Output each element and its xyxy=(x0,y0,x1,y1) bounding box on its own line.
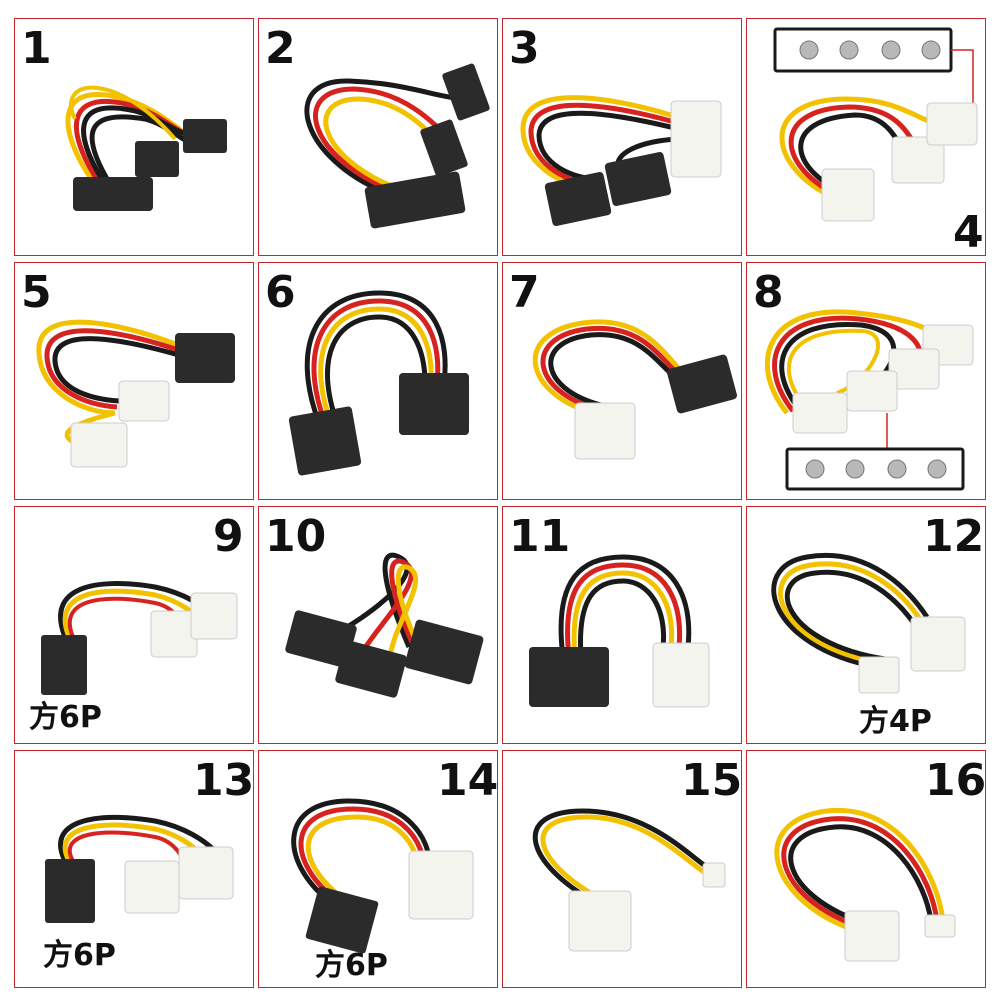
panel-number: 1 xyxy=(21,23,52,74)
sata-power-extension-photo xyxy=(288,290,469,476)
panel-2: 2 xyxy=(258,18,498,256)
panel-15: 15 xyxy=(502,750,742,988)
panel-number: 7 xyxy=(509,267,540,318)
panel-10: 10 xyxy=(258,506,498,744)
panel-12: 12 方4P xyxy=(746,506,986,744)
panel-11: 11 xyxy=(502,506,742,744)
sata-to-molex-photo xyxy=(36,319,235,468)
panel-5: 5 xyxy=(14,262,254,500)
molex-to-3pin-fan-photo xyxy=(532,808,726,952)
panel-number: 10 xyxy=(265,511,327,562)
panel-3: 3 xyxy=(502,18,742,256)
molex-to-dual-sata-photo xyxy=(520,95,722,227)
panel-number: 16 xyxy=(925,755,986,806)
pcie-6pin-to-molex-photo xyxy=(291,798,474,954)
panel-number: 5 xyxy=(21,267,52,318)
connector-type-label: 方6P xyxy=(43,938,116,973)
panel-number: 6 xyxy=(265,267,296,318)
sata-1-to-3-splitter-photo xyxy=(285,552,484,698)
connector-type-label: 方6P xyxy=(315,948,388,983)
panel-number: 3 xyxy=(509,23,540,74)
panel-number: 14 xyxy=(437,755,498,806)
sata-right-angle-splitter-photo xyxy=(304,63,490,229)
connector-type-label: 方4P xyxy=(859,704,932,739)
panel-13: 13 方6P xyxy=(14,750,254,988)
panel-1: 1 xyxy=(14,18,254,256)
panel-14: 14 方6P xyxy=(258,750,498,988)
panel-number: 15 xyxy=(681,755,742,806)
pcie-6pin-to-dual-molex-photo xyxy=(41,581,238,695)
molex-1-to-4-splitter-photo xyxy=(764,309,974,491)
pcie-6pin-to-dual-molex-photo xyxy=(45,814,234,923)
panel-7: 7 xyxy=(502,262,742,500)
molex-1-to-3-splitter-photo xyxy=(773,27,978,222)
panel-number: 4 xyxy=(953,207,984,256)
panel-number: 13 xyxy=(193,755,254,806)
panel-number: 8 xyxy=(753,267,784,318)
panel-8: 8 xyxy=(746,262,986,500)
square-4pin-to-molex-photo xyxy=(771,553,966,694)
sata-1-to-2-splitter-photo xyxy=(65,85,227,211)
panel-16: 16 xyxy=(746,750,986,988)
panel-4: 4 xyxy=(746,18,986,256)
molex-to-sata-photo xyxy=(532,319,737,460)
panel-number: 9 xyxy=(213,511,244,562)
panel-number: 12 xyxy=(923,511,985,562)
sata-to-molex-adapter-photo xyxy=(529,554,710,708)
molex-to-4pin-small-photo xyxy=(774,807,956,962)
panel-number: 11 xyxy=(509,511,571,562)
panel-6: 6 xyxy=(258,262,498,500)
panel-9: 9 方6P xyxy=(14,506,254,744)
panel-number: 2 xyxy=(265,23,296,74)
connector-type-label: 方6P xyxy=(29,700,102,735)
